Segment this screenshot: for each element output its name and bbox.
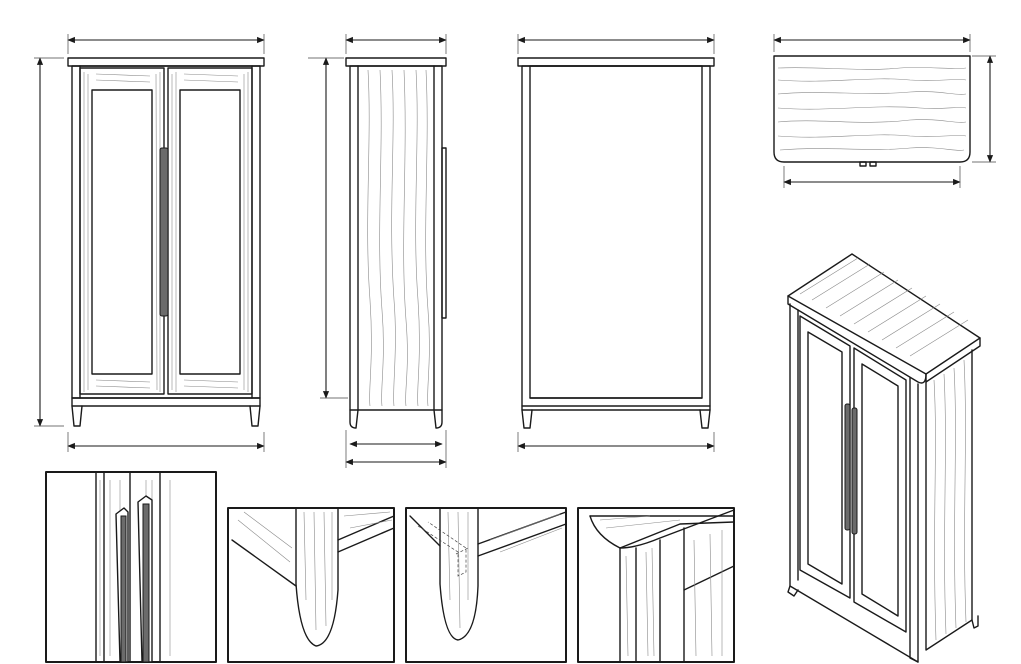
top-view (773, 34, 996, 188)
front-view (34, 34, 265, 452)
iso-handle-right (851, 407, 858, 535)
leg-joint-detail (405, 507, 567, 663)
back-view (517, 34, 715, 452)
leg-detail (227, 507, 395, 663)
front-handle (159, 147, 169, 317)
iso-handle-left (844, 403, 851, 531)
isometric-view (787, 253, 981, 663)
top-corner-detail (577, 507, 735, 663)
side-view (308, 34, 447, 468)
handle-detail (45, 471, 217, 663)
